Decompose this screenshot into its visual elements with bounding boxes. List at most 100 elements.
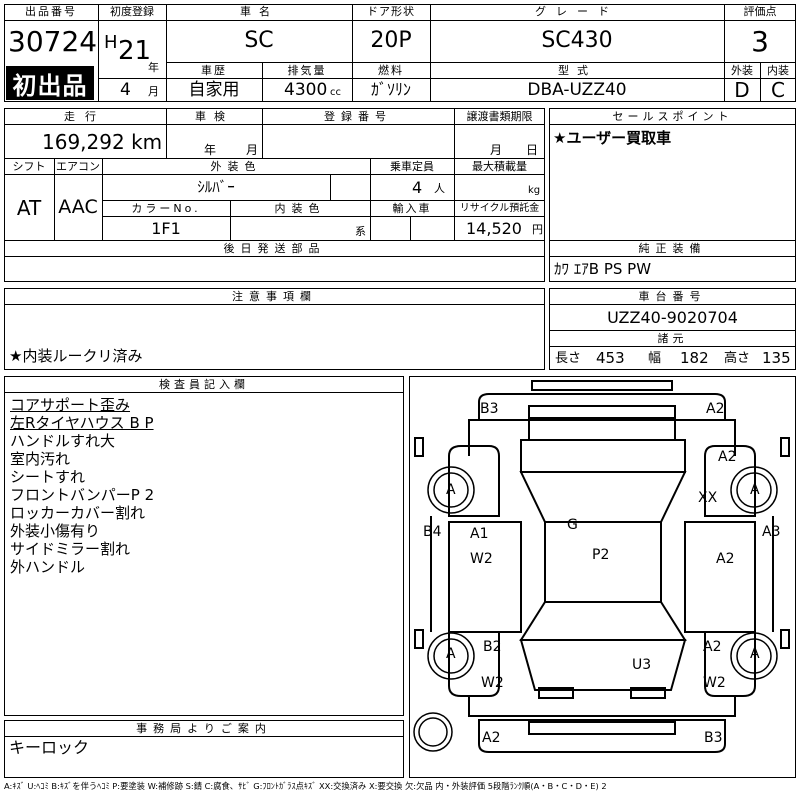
mark-rear-bumper-left: A2 xyxy=(482,730,501,746)
exterior-color: ｼﾙﾊﾞｰ xyxy=(197,178,235,196)
mark-rear-right-a: A2 xyxy=(703,639,722,655)
length-label: 長さ xyxy=(555,351,582,366)
inspector-line: フロントバンパーP 2 xyxy=(10,486,155,504)
mark-rear-left-b: B2 xyxy=(483,639,502,655)
mark-tire-rr: A xyxy=(750,646,760,662)
load-unit: kg xyxy=(528,185,541,196)
mark-door-fl-a: A1 xyxy=(470,526,489,542)
color-no-label: カラーNo. xyxy=(131,202,201,215)
mark-tire-fl: A xyxy=(446,482,456,498)
car-outline xyxy=(413,380,790,753)
history: 自家用 xyxy=(188,80,240,100)
later-parts-label: 後日発送部品 xyxy=(223,242,326,255)
header-block xyxy=(4,4,796,102)
inspection-label: 車検 xyxy=(195,110,233,123)
sales-point-text: ★ユーザー買取車 xyxy=(553,129,672,147)
recycle-fee: 14,520 xyxy=(466,219,522,238)
fuel: ｶﾞｿﾘﾝ xyxy=(370,80,411,99)
mark-door-fl-w: W2 xyxy=(470,551,493,567)
legend: A:ｷｽﾞ U:ﾍｺﾐ B:ｷｽﾞを伴うﾍｺﾐ P:要塗装 W:補修跡 S:錆 … xyxy=(4,781,607,791)
dims-label: 諸元 xyxy=(657,332,688,345)
history-label: 車歴 xyxy=(201,64,227,77)
reg-year: 21 xyxy=(118,36,152,66)
mileage-label: 走行 xyxy=(64,110,106,123)
height: 135 xyxy=(762,349,791,367)
first-listing-badge: 初出品 xyxy=(6,66,94,100)
inspector-line: 左Rタイヤハウス B P xyxy=(10,414,154,432)
chassis-block xyxy=(549,288,796,370)
lot-number-label: 出品番号 xyxy=(25,5,77,18)
notes-label: 注意事項欄 xyxy=(232,290,317,303)
displacement: 4300 xyxy=(284,80,328,100)
inspector-line: サイドミラー割れ xyxy=(10,540,131,558)
mark-windshield: G xyxy=(567,517,578,533)
fuel-label: 燃料 xyxy=(378,64,404,77)
notes-text: ★内装ルークリ済み xyxy=(9,347,143,365)
reg-month: 4 xyxy=(120,80,131,100)
recycle-label: リサイクル預託金 xyxy=(459,203,540,214)
length: 453 xyxy=(596,349,625,367)
import-label: 輸入車 xyxy=(392,202,432,215)
mark-left-side: B4 xyxy=(423,524,442,540)
width-label: 幅 xyxy=(648,351,662,366)
mileage: 169,292 km xyxy=(42,130,163,154)
inspector-line: ロッカーカバー割れ xyxy=(10,504,146,522)
inspector-block xyxy=(4,376,404,716)
mark-rear-left-w: W2 xyxy=(481,675,504,691)
inspector-line: 外ハンドル xyxy=(10,558,86,576)
mark-right-side: A3 xyxy=(762,524,781,540)
shift-label: シフト xyxy=(12,160,46,173)
mark-fender-right-top: A2 xyxy=(718,449,737,465)
inspector-line: コアサポート歪み xyxy=(10,396,131,414)
mark-mirror-right: XX xyxy=(698,490,718,506)
inspector-line: シートすれ xyxy=(10,468,86,486)
capacity-unit: 人 xyxy=(434,182,445,195)
capacity-label: 乗車定員 xyxy=(390,160,434,173)
car-name: SC xyxy=(244,28,274,53)
grade-label: グレード xyxy=(535,5,619,18)
equipment: ｶﾜ ｴｱB PS PW xyxy=(554,260,652,278)
era: H xyxy=(104,32,118,53)
notes-block xyxy=(4,288,545,370)
inspection-year-unit: 年 xyxy=(204,143,217,157)
load-label: 最大積載量 xyxy=(472,160,527,173)
displacement-label: 排気量 xyxy=(287,64,327,77)
door-type: 20P xyxy=(370,28,412,53)
exterior-grade: D xyxy=(734,78,750,102)
reg-year-unit: 年 xyxy=(148,61,159,74)
car-diagram xyxy=(409,376,796,778)
car-name-label: 車名 xyxy=(240,5,278,18)
displacement-unit: cc xyxy=(330,87,341,98)
door-label: ドア形状 xyxy=(367,5,415,18)
office-block xyxy=(4,720,404,778)
score: 3 xyxy=(751,25,769,58)
mark-front-right: A2 xyxy=(706,401,725,417)
inspector-line: ハンドルすれ大 xyxy=(10,432,116,450)
mark-roof: P2 xyxy=(592,547,610,563)
recycle-unit: 円 xyxy=(532,223,543,236)
mark-trunk: U3 xyxy=(632,657,652,673)
mark-door-fr-a: A2 xyxy=(716,551,735,567)
mark-tire-rl: A xyxy=(446,646,456,662)
mark-front-left: B3 xyxy=(480,401,499,417)
chassis-label: 車台番号 xyxy=(638,290,707,303)
mark-rear-right-w: W2 xyxy=(703,675,726,691)
reg-month-unit: 月 xyxy=(148,85,159,98)
inspector-line: 室内汚れ xyxy=(10,450,71,468)
sales-point-label: セールスポイント xyxy=(612,110,733,123)
score-label: 評価点 xyxy=(743,5,777,18)
inspector-line: 外装小傷有り xyxy=(10,522,101,540)
transfer-docs-label: 譲渡書類期限 xyxy=(466,110,533,123)
grade: SC430 xyxy=(541,28,613,53)
ac: AAC xyxy=(58,196,98,218)
height-label: 高さ xyxy=(724,351,751,366)
transfer-day-unit: 日 xyxy=(526,143,539,157)
first-reg-label: 初度登録 xyxy=(110,5,154,18)
vehicle-info-block xyxy=(4,108,545,282)
inspection-month-unit: 月 xyxy=(246,143,259,157)
shift: AT xyxy=(16,196,42,220)
ac-label: エアコン xyxy=(56,160,100,173)
equipment-label: 純正装備 xyxy=(638,242,707,255)
chassis-number: UZZ40-9020704 xyxy=(607,308,738,327)
model-label: 型式 xyxy=(558,64,596,77)
